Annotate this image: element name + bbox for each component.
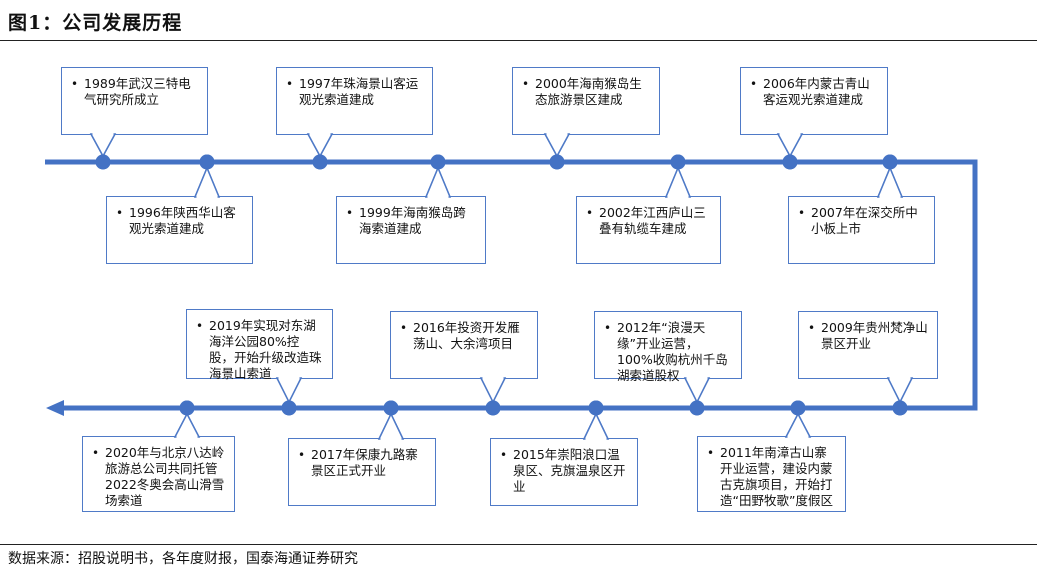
milestone-2015: 2015年崇阳浪口温泉区、克旗温泉区开业 [490,438,638,506]
milestone-2017: 2017年保康九路寨景区正式开业 [288,438,436,506]
milestone-text: 2009年贵州梵净山景区开业 [821,320,928,351]
milestone-text: 2015年崇阳浪口温泉区、克旗温泉区开业 [513,447,626,494]
callout-pointer [479,377,507,404]
timeline-dot [95,154,111,170]
timeline-dot [782,154,798,170]
callout-pointer [193,166,221,198]
callout-pointer [582,412,610,440]
milestone-text: 2007年在深交所中小板上市 [811,205,918,236]
milestone-1996: 1996年陕西华山客观光索道建成 [106,196,253,264]
callout-pointer [886,377,914,404]
callout-pointer [377,412,405,440]
callout-pointer [543,133,571,158]
milestone-text: 1999年海南猴岛跨海索道建成 [359,205,466,236]
callout-pointer [664,166,692,198]
milestone-text: 2000年海南猴岛生态旅游景区建成 [535,76,642,107]
milestone-text: 1997年珠海景山客运观光索道建成 [299,76,419,107]
milestone-2000: 2000年海南猴岛生态旅游景区建成 [512,67,660,135]
milestone-2012: 2012年“浪漫天缘”开业运营，100%收购杭州千岛湖索道股权 [594,311,742,383]
callout-pointer [683,377,711,404]
milestone-text: 2020年与北京八达岭旅游总公司共同托管2022冬奥会高山滑雪场索道 [105,445,225,508]
timeline-dot [549,154,565,170]
milestone-text: 2012年“浪漫天缘”开业运营，100%收购杭州千岛湖索道股权 [617,320,728,383]
milestone-2016: 2016年投资开发雁荡山、大余湾项目 [390,311,538,379]
milestone-2020: 2020年与北京八达岭旅游总公司共同托管2022冬奥会高山滑雪场索道 [82,436,235,512]
milestone-2007: 2007年在深交所中小板上市 [788,196,935,264]
milestone-text: 1996年陕西华山客观光索道建成 [129,205,236,236]
milestone-text: 2006年内蒙古青山客运观光索道建成 [763,76,870,107]
timeline-dot [670,154,686,170]
timeline-dot [689,400,705,416]
callout-pointer [776,133,804,158]
milestone-1999: 1999年海南猴岛跨海索道建成 [336,196,486,264]
milestone-2006: 2006年内蒙古青山客运观光索道建成 [740,67,888,135]
bottom-rule [0,544,1037,545]
timeline-dot [281,400,297,416]
milestone-text: 2017年保康九路寨景区正式开业 [311,447,418,478]
callout-pointer [306,133,334,158]
milestone-2019: 2019年实现对东湖海洋公园80%控股，开始升级改造珠海景山索道 [186,309,333,381]
milestone-1989: 1989年武汉三特电气研究所成立 [61,67,208,135]
milestone-2002: 2002年江西庐山三叠有轨缆车建成 [576,196,721,264]
timeline-dot [383,400,399,416]
milestone-1997: 1997年珠海景山客运观光索道建成 [276,67,433,135]
milestone-2009: 2009年贵州梵净山景区开业 [798,311,938,379]
figure-title: 图1：公司发展历程 [8,12,183,34]
timeline-dot [892,400,908,416]
timeline-dot [790,400,806,416]
callout-pointer [275,377,303,404]
top-rule [0,40,1037,41]
milestone-text: 2011年南漳古山寨开业运营，建设内蒙古克旗项目，开始打造“田野牧歌”度假区 [720,445,833,508]
callout-pointer [173,412,201,438]
milestone-text: 1989年武汉三特电气研究所成立 [84,76,191,107]
timeline-dot [199,154,215,170]
callout-pointer [424,166,452,198]
callout-pointer [784,412,812,438]
milestone-text: 2016年投资开发雁荡山、大余湾项目 [413,320,520,351]
callout-pointer [876,166,904,198]
timeline-dot [312,154,328,170]
timeline-dot [485,400,501,416]
callout-pointer [89,133,117,158]
timeline-dot [430,154,446,170]
figure-source: 数据来源：招股说明书，各年度财报，国泰海通证券研究 [8,551,358,567]
timeline-arrow-head [46,400,64,416]
timeline-dot [882,154,898,170]
milestone-text: 2002年江西庐山三叠有轨缆车建成 [599,205,706,236]
timeline-dot [179,400,195,416]
milestone-text: 2019年实现对东湖海洋公园80%控股，开始升级改造珠海景山索道 [209,318,322,381]
milestone-2011: 2011年南漳古山寨开业运营，建设内蒙古克旗项目，开始打造“田野牧歌”度假区 [697,436,846,512]
timeline-dot [588,400,604,416]
